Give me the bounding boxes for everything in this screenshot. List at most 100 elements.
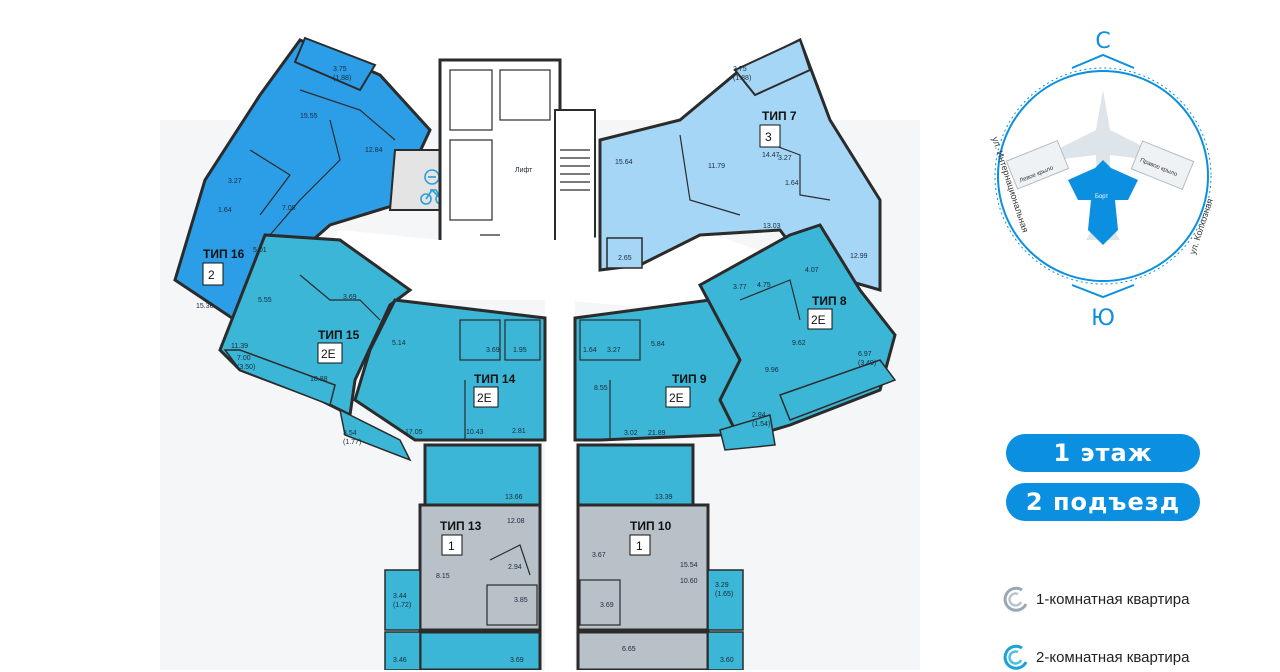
stairs xyxy=(554,109,596,261)
apt-label-9: ТИП 9 2Е xyxy=(665,372,707,408)
svg-text:3: 3 xyxy=(765,130,772,144)
balcony-15b xyxy=(338,408,412,462)
room-area-label: 9.62 xyxy=(792,340,806,347)
room-area-label: (1.77) xyxy=(343,439,361,446)
room-area-label: 5.55 xyxy=(258,297,272,304)
room-13-66 xyxy=(423,443,542,507)
room-area-label: 8.55 xyxy=(594,385,608,392)
apartment-10[interactable] xyxy=(576,503,710,632)
room-area-label: 3.29 xyxy=(715,582,729,589)
room-area-label: 17.05 xyxy=(405,429,423,436)
balcony-7 xyxy=(733,38,812,97)
svg-text:2Е: 2Е xyxy=(321,347,336,361)
svg-text:ТИП 10: ТИП 10 xyxy=(630,519,672,533)
svg-text:2Е: 2Е xyxy=(477,391,492,405)
room-area-label: 4.07 xyxy=(805,267,819,274)
room-area-label: 2.84 xyxy=(752,412,766,419)
room-area-label: (1.88) xyxy=(733,75,751,82)
room-area-label: 3.77 xyxy=(733,284,747,291)
apt-label-8: ТИП 8 2Е xyxy=(807,294,847,330)
corridor-vertical xyxy=(545,300,575,670)
room-area-label: 5.14 xyxy=(392,340,406,347)
room-area-label: 7.08 xyxy=(282,205,296,212)
room-13-39 xyxy=(576,443,695,507)
room-area-labels: 3.75(1.88)15.5512.843.277.081.6415.363.7… xyxy=(196,66,876,664)
svg-text:1: 1 xyxy=(636,539,643,553)
room-area-label: 15.55 xyxy=(300,113,318,120)
apartment-13[interactable] xyxy=(418,503,542,632)
room-area-label: 13.03 xyxy=(763,223,781,230)
room-area-label: 3.85 xyxy=(514,597,528,604)
room-area-label: 8.15 xyxy=(436,573,450,580)
balcony-8 xyxy=(779,359,897,421)
svg-text:ТИП 9: ТИП 9 xyxy=(672,372,707,386)
room-area-label: 1.64 xyxy=(218,207,232,214)
room-area-label: 3.69 xyxy=(343,294,357,301)
apt-label-14: ТИП 14 2Е xyxy=(473,372,516,408)
apartment-14[interactable] xyxy=(353,298,547,442)
room-area-label: 3.60 xyxy=(720,657,734,664)
balcony-15 xyxy=(223,349,336,407)
room-area-label: 13.66 xyxy=(505,494,523,501)
room-area-label: 21.89 xyxy=(648,430,666,437)
svg-text:1: 1 xyxy=(448,539,455,553)
balcony-13 xyxy=(384,569,421,631)
room-area-label: 3.75 xyxy=(333,66,347,73)
svg-text:2Е: 2Е xyxy=(811,313,826,327)
room-area-label: 7.00 xyxy=(237,355,251,362)
room-area-label: 15.36 xyxy=(196,303,214,310)
room-area-label: 12.84 xyxy=(365,147,383,154)
room-area-label: 3.27 xyxy=(607,347,621,354)
svg-text:ТИП 15: ТИП 15 xyxy=(318,328,360,342)
room-area-label: 3.44 xyxy=(393,593,407,600)
room-area-label: 11.79 xyxy=(708,163,725,170)
apt-label-15: ТИП 15 2Е xyxy=(317,328,360,364)
room-area-label: 3.02 xyxy=(624,430,638,437)
room-area-label: 10.60 xyxy=(680,578,698,585)
two-room-swirl-icon xyxy=(1003,644,1028,670)
svg-text:ТИП 7: ТИП 7 xyxy=(762,109,797,123)
room-area-label: 15.64 xyxy=(615,159,633,166)
north-label: С xyxy=(1095,29,1110,54)
room-area-label: (1.65) xyxy=(715,591,733,598)
room-area-label: 12.08 xyxy=(507,518,525,525)
svg-text:2: 2 xyxy=(208,268,215,282)
balcony-10 xyxy=(707,569,744,631)
room-area-label: 5.84 xyxy=(651,341,665,348)
room-area-label: 9.96 xyxy=(765,367,779,374)
apartment-bottom-left[interactable] xyxy=(418,630,542,670)
south-label: Ю xyxy=(1091,306,1115,331)
svg-text:ТИП 16: ТИП 16 xyxy=(203,247,245,261)
room-area-label: 14.47 xyxy=(762,152,780,159)
room-area-label: 1.64 xyxy=(583,347,597,354)
room-area-label: 3.67 xyxy=(592,552,606,559)
room-area-label: 3.27 xyxy=(228,178,242,185)
room-area-label: 2.65 xyxy=(618,255,632,262)
apt-label-16: ТИП 16 2 xyxy=(202,247,245,286)
room-area-label: 13.39 xyxy=(655,494,673,501)
legend-label: 1-комнатная квартира xyxy=(1036,590,1190,608)
room-area-label: (1.54) xyxy=(752,421,770,428)
room-area-label: 1.64 xyxy=(785,180,799,187)
elevator-label: Лифт xyxy=(515,167,533,174)
apartment-bottom-right[interactable] xyxy=(576,630,710,670)
room-area-label: 2.94 xyxy=(508,564,522,571)
south-chevron-icon xyxy=(1071,284,1135,299)
room-area-label: 6.97 xyxy=(858,351,872,358)
apt-label-13: ТИП 13 1 xyxy=(440,519,482,556)
entrance-badge: 2 подъезд xyxy=(1006,483,1200,521)
legend-item-2-room: 2-комнатная квартира xyxy=(1000,642,1189,672)
room-area-label: 3.46 xyxy=(393,657,407,664)
north-chevron-icon xyxy=(1071,53,1135,69)
room-area-label: 4.75 xyxy=(757,282,771,289)
building-icon xyxy=(1068,160,1138,245)
room-area-label: 3.75 xyxy=(733,66,747,73)
one-room-swirl-icon xyxy=(1003,586,1028,612)
apt-label-10: ТИП 10 1 xyxy=(629,519,672,556)
room-area-label: 11.39 xyxy=(231,343,248,350)
room-area-label: 3.27 xyxy=(778,155,792,162)
balcony-8b xyxy=(719,414,776,451)
floor-badge: 1 этаж xyxy=(1006,434,1200,472)
svg-text:2Е: 2Е xyxy=(669,391,684,405)
